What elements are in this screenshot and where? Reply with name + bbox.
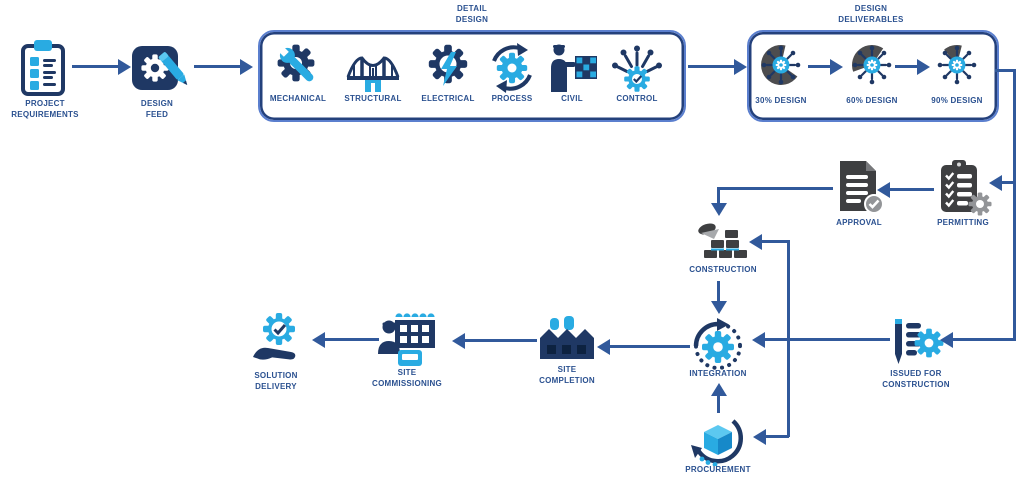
pie-30-percent-icon	[761, 44, 801, 85]
gear-pencil-app-icon	[132, 46, 188, 90]
connector-commissioning-to-delivery	[325, 338, 379, 341]
connector-requirements-to-feed	[72, 65, 120, 68]
connector-permitting-to-approval	[890, 188, 934, 191]
connector-procurement-to-integration	[717, 396, 720, 413]
worker-building-icon	[551, 44, 597, 92]
arrowhead	[711, 301, 727, 314]
control-label: CONTROL	[616, 94, 658, 103]
permitting-label: PERMITTING	[937, 218, 989, 227]
engineer-factory-tablet-icon	[378, 313, 435, 366]
arrowhead	[312, 332, 325, 348]
connector-to-issued-for-construction	[953, 338, 1015, 341]
connector-to-permitting	[1002, 181, 1015, 184]
arrowhead	[749, 234, 762, 250]
bricklaying-icon	[698, 223, 747, 258]
clipboard-checklist-icon	[21, 40, 65, 96]
arrowhead	[917, 59, 930, 75]
connector-approval-to-construction-h	[717, 187, 833, 190]
process-label: PROCESS	[491, 94, 533, 103]
design-30-label: 30% DESIGN	[755, 96, 807, 105]
pencil-document-gear-icon	[895, 319, 944, 364]
connector-construction-to-integration	[717, 281, 720, 301]
arrowhead	[830, 59, 843, 75]
gear-cycle-icon	[693, 318, 742, 370]
procurement-label: PROCUREMENT	[685, 465, 751, 474]
connector-integration-to-site-completion	[610, 345, 690, 348]
bridge-icon	[346, 56, 400, 92]
arrowhead	[240, 59, 253, 75]
integration-label: INTEGRATION	[689, 369, 747, 378]
connector-approval-to-construction-v	[717, 187, 720, 203]
smart-control-icon	[612, 45, 662, 92]
civil-label: CIVIL	[561, 94, 583, 103]
arrowhead	[711, 383, 727, 396]
pie-60-percent-icon	[851, 44, 892, 85]
connector-branch-vertical	[787, 240, 790, 437]
construction-label: CONSTRUCTION	[689, 265, 757, 274]
pie-90-percent-icon	[937, 45, 977, 85]
arrowhead	[753, 429, 766, 445]
hand-gear-check-icon	[253, 312, 302, 360]
approved-document-icon	[840, 161, 884, 214]
gear-loop-arrows-icon	[490, 43, 534, 93]
arrowhead	[118, 59, 131, 75]
arrowhead	[734, 59, 747, 75]
design-60-label: 60% DESIGN	[846, 96, 898, 105]
arrowhead	[989, 175, 1002, 191]
structural-label: STRUCTURAL	[344, 94, 402, 103]
arrowhead	[452, 333, 465, 349]
approval-label: APPROVAL	[836, 218, 882, 227]
mechanical-label: MECHANICAL	[269, 94, 327, 103]
connector-30-to-60	[808, 65, 832, 68]
connector-branch-to-construction	[762, 240, 789, 243]
connector-deliverables-exit-h	[995, 69, 1016, 72]
detail-design-group-box	[258, 30, 686, 122]
connector-completion-to-commissioning	[465, 339, 537, 342]
connector-detail-to-deliverables	[688, 65, 736, 68]
connector-ifc-to-integration	[765, 338, 890, 341]
arrowhead	[877, 182, 890, 198]
connector-right-edge-vertical	[1013, 69, 1016, 341]
permit-clipboard-gear-icon	[941, 160, 992, 216]
arrowhead	[752, 332, 765, 348]
package-cycle-icon	[691, 419, 743, 466]
gear-wrench-icon	[274, 42, 322, 90]
arrowhead	[711, 203, 727, 216]
connector-feed-to-detail-design	[194, 65, 242, 68]
connector-branch-to-procurement	[766, 435, 789, 438]
arrowhead	[940, 332, 953, 348]
gear-lightning-icon	[423, 42, 473, 92]
electrical-label: ELECTRICAL	[421, 94, 475, 103]
factory-buildings-icon	[540, 316, 594, 359]
connector-60-to-90	[895, 65, 919, 68]
design-90-label: 90% DESIGN	[931, 96, 983, 105]
arrowhead	[597, 339, 610, 355]
